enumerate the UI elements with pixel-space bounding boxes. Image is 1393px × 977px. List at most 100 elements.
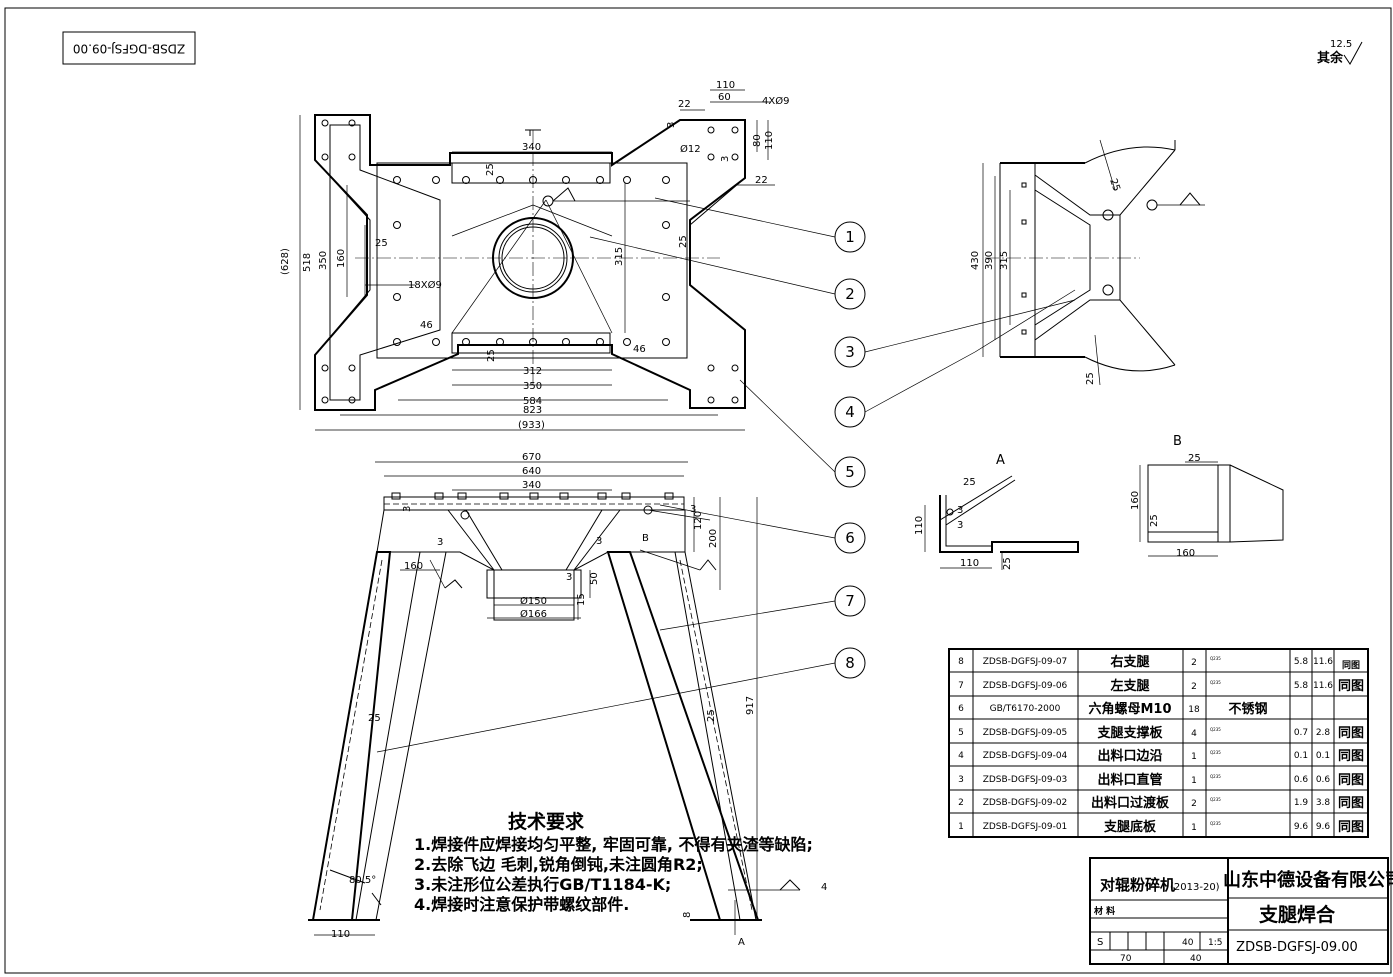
tech-requirements-title: 技术要求 [508,810,585,833]
roughness-value: 12.5 [1330,39,1352,50]
dim-8: 8 [682,912,693,918]
dim-110-section-a-vert: 110 [914,516,925,535]
bom-cell-qty: 1 [1191,776,1197,786]
bom-cell-name: 出料口直管 [1097,772,1162,788]
dim-160-section-b-vert: 160 [1130,491,1141,510]
dim-3-front-a: 3 [402,506,413,512]
bom-cell-code: ZDSB-DGFSJ-09-04 [983,751,1068,761]
dim-46-left: 46 [420,320,433,331]
dim-160: 160 [336,249,347,268]
dim-25-right: 25 [678,235,689,248]
bom-cell-no: 3 [958,775,964,785]
bom-cell-material: Q235 [1210,821,1221,826]
sheet-border [4,7,1392,974]
bom-cell-material: Q235 [1210,750,1221,755]
dim-340-front: 340 [522,480,541,491]
dim-dia150: Ø150 [520,595,547,607]
dim-350-vert: 350 [318,251,329,270]
dim-823: 823 [523,405,542,416]
dim-25-top-a: 25 [485,163,496,176]
dim-110-front: 110 [331,929,350,940]
bom-row: 2 ZDSB-DGFSJ-09-02 出料口过渡板 2 Q235 1.9 3.8… [958,795,1364,811]
bom-cell-name: 支腿支撑板 [1096,725,1163,741]
front-nuts [391,492,674,500]
bom-cell-note: 同图 [1338,726,1364,741]
dim-628: (628) [280,248,291,275]
title-s-label: S [1097,937,1103,948]
title-block: 对辊粉碎机 (2013-20) 山东中德设备有限公司 材 料 支腿焊合 S 40… [1089,857,1393,965]
bill-of-materials: 8 ZDSB-DGFSJ-09-07 右支腿 2 Q235 5.8 11.6 同… [948,648,1369,838]
bom-cell-no: 6 [958,704,964,714]
bom-row: 4 ZDSB-DGFSJ-09-04 出料口边沿 1 Q235 0.1 0.1 … [958,748,1364,764]
dim-50: 50 [589,572,600,585]
section-b-title: B [1173,434,1182,449]
bom-cell-unit-weight: 0.7 [1294,728,1308,738]
part-balloons: 1 2 3 4 5 6 7 8 [376,197,1076,753]
dim-80: 80 [752,134,763,147]
title-company: 山东中德设备有限公司 [1223,869,1393,891]
bom-cell-code: GB/T6170-2000 [990,704,1061,714]
bom-cell-unit-weight: 5.8 [1294,657,1309,667]
svg-text:4: 4 [845,403,855,421]
title-n40b: 40 [1190,954,1202,964]
bom-cell-note: 同图 [1342,660,1360,671]
dim-25-side-top: 25 [1107,177,1122,193]
bom-cell-qty: 18 [1188,705,1200,715]
bom-cell-note: 同图 [1338,796,1364,811]
bom-cell-unit-weight: 0.6 [1294,775,1309,785]
bom-cell-code: ZDSB-DGFSJ-09-05 [983,728,1068,738]
bom-cell-code: ZDSB-DGFSJ-09-02 [983,798,1068,808]
roughness-symbol: 12.5 其余 [1317,39,1363,66]
svg-text:2: 2 [845,285,855,303]
dim-22-top: 22 [678,99,691,110]
dim-25-section-b: 25 [1188,453,1201,464]
balloon-2: 2 [834,278,866,310]
bom-cell-unit-weight: 1.9 [1294,798,1309,808]
dim-3-front-b: 3 [437,537,443,548]
bom-cell-name: 右支腿 [1109,654,1149,670]
balloon-1: 1 [834,221,866,253]
dim-dia12: Ø12 [680,143,701,155]
dim-25-leg-right: 25 [706,709,717,722]
bom-cell-qty: 2 [1191,658,1197,668]
title-n70: 70 [1120,954,1132,964]
bom-cell-total-weight: 11.6 [1313,681,1333,691]
dim-3-section-a-b: 3 [957,520,963,531]
dim-933: (933) [518,420,545,431]
bom-row: 3 ZDSB-DGFSJ-09-03 出料口直管 1 Q235 0.6 0.6 … [958,772,1364,788]
dim-518: 518 [302,253,313,272]
bom-cell-no: 1 [958,822,964,832]
bom-row: 7 ZDSB-DGFSJ-09-06 左支腿 2 Q235 5.8 11.6 同… [958,678,1364,694]
bom-row: 8 ZDSB-DGFSJ-09-07 右支腿 2 Q235 5.8 11.6 同… [958,654,1360,671]
bom-cell-note: 同图 [1338,820,1364,835]
title-part-name: 支腿焊合 [1258,903,1336,926]
bom-cell-material: Q235 [1210,680,1221,685]
bom-cell-unit-weight: 5.8 [1294,681,1309,691]
bom-cell-no: 5 [958,728,964,738]
bom-cell-total-weight: 9.6 [1316,822,1331,832]
bom-cell-no: 2 [958,798,964,808]
drawing-code-box: ZDSB-DGFSJ-09.00 [62,31,196,65]
top-view: 110 60 22 4XØ9 3 80 110 Ø12 3 22 340 25 … [280,80,789,431]
bom-cell-name: 出料口边沿 [1097,748,1162,764]
dim-640: 640 [522,466,541,477]
bom-cell-note: 同图 [1338,679,1364,694]
dim-430: 430 [970,251,981,270]
title-drawing-no: ZDSB-DGFSJ-09.00 [1236,940,1358,955]
title-material-label: 材 料 [1093,905,1115,917]
dim-46-right: 46 [633,344,646,355]
dim-3-top-b: 3 [720,156,731,162]
side-view: 430 390 315 25 25 [970,139,1205,386]
dim-25-left: 25 [375,238,388,249]
balloon-8: 8 [834,647,866,679]
svg-text:7: 7 [845,592,855,610]
tech-requirement-1: 1.焊接件应焊接均匀平整, 牢固可靠, 不得有夹渣等缺陷; [414,835,813,854]
bom-cell-total-weight: 11.6 [1313,657,1333,667]
bom-cell-name: 出料口过渡板 [1091,795,1170,811]
balloon-6: 6 [834,522,866,554]
bom-row: 5 ZDSB-DGFSJ-09-05 支腿支撑板 4 Q235 0.7 2.8 … [958,725,1364,741]
title-scale: 1:5 [1208,938,1222,948]
view-b-marker: B [642,533,649,544]
dim-340-top: 340 [522,142,541,153]
bom-cell-qty: 1 [1191,752,1197,762]
